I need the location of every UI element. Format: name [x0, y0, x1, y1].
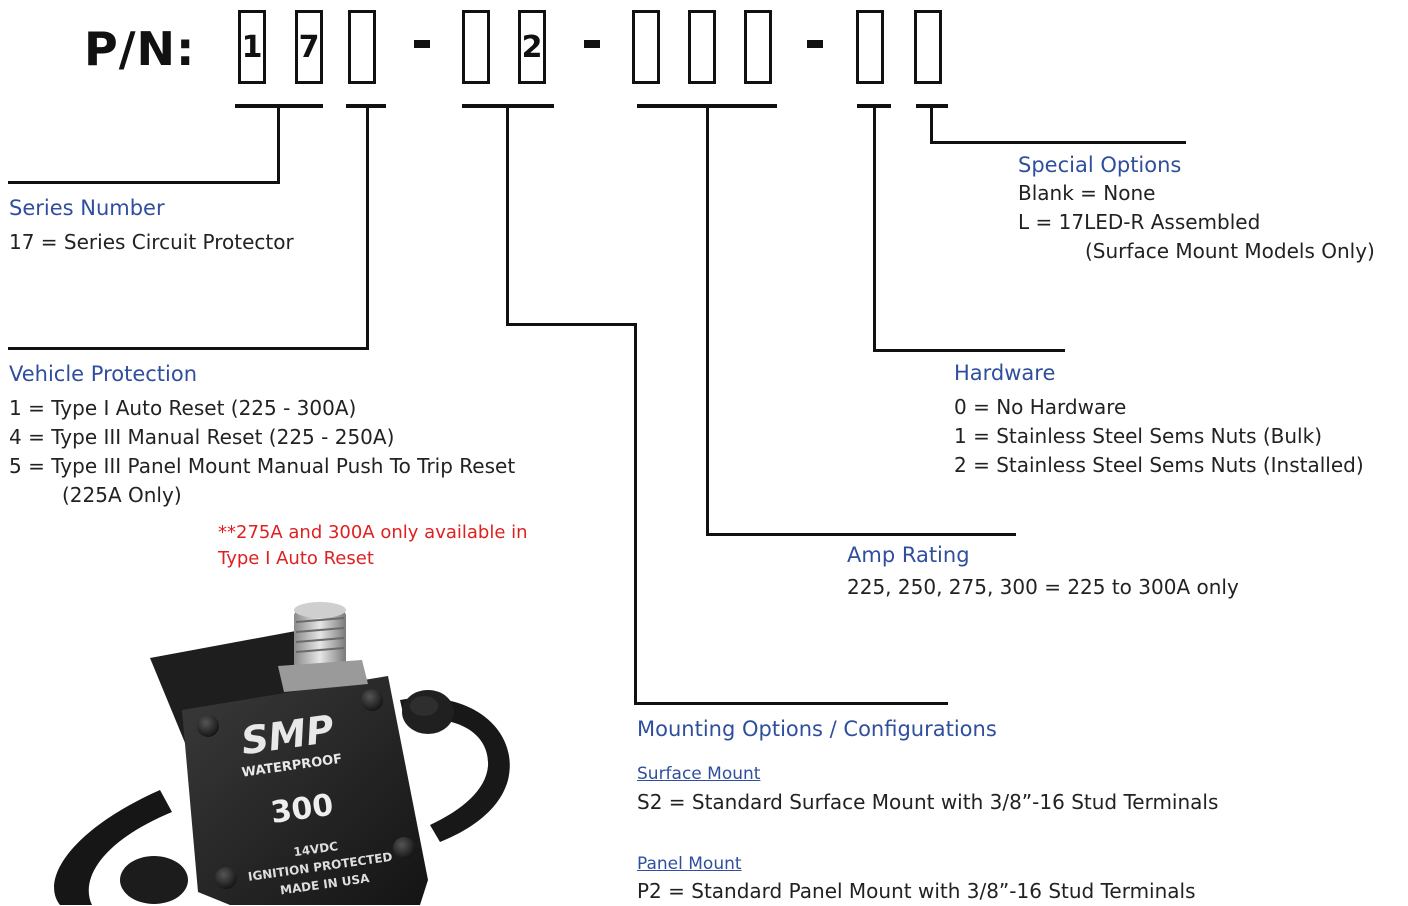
- amp-title: Amp Rating: [847, 543, 970, 567]
- connector-series-v: [277, 104, 280, 184]
- pn-box-5: 2: [518, 10, 546, 84]
- hardware-line-1: 0 = No Hardware: [954, 395, 1127, 419]
- connector-mounting-h1: [506, 323, 637, 326]
- circuit-breaker-image: SMP WATERPROOF 300 14VDC IGNITION PROTEC…: [54, 602, 510, 905]
- pn-box-6: [632, 10, 660, 84]
- connector-mounting-h2: [634, 702, 948, 705]
- panel-mount-label: Panel Mount: [637, 854, 742, 874]
- connector-mounting-v1: [506, 104, 509, 326]
- hardware-line-2: 1 = Stainless Steel Sems Nuts (Bulk): [954, 424, 1322, 448]
- connector-hardware-v: [873, 104, 876, 352]
- pn-box-9: [856, 10, 884, 84]
- pn-box-10: [914, 10, 942, 84]
- connector-vehicle-h: [8, 347, 369, 350]
- pn-dash-2: [584, 40, 600, 48]
- pn-dash-1: [414, 40, 430, 48]
- special-line-1: Blank = None: [1018, 181, 1156, 205]
- connector-hardware-h: [873, 349, 1065, 352]
- special-line-3: (Surface Mount Models Only): [1085, 239, 1375, 263]
- vehicle-line-2: 4 = Type III Manual Reset (225 - 250A): [9, 425, 395, 449]
- hardware-line-3: 2 = Stainless Steel Sems Nuts (Installed…: [954, 453, 1364, 477]
- pn-box-7: [688, 10, 716, 84]
- surface-mount-line: S2 = Standard Surface Mount with 3/8”-16…: [637, 790, 1219, 814]
- vehicle-note-2: Type I Auto Reset: [218, 548, 374, 569]
- pn-box-4: [462, 10, 490, 84]
- series-line-1: 17 = Series Circuit Protector: [9, 230, 294, 254]
- pn-dash-3: [807, 40, 823, 48]
- special-line-2: L = 17LED-R Assembled: [1018, 210, 1261, 234]
- vehicle-line-1: 1 = Type I Auto Reset (225 - 300A): [9, 396, 357, 420]
- part-number-label: P/N:: [84, 22, 196, 76]
- connector-mounting-v2: [634, 323, 637, 705]
- panel-mount-line: P2 = Standard Panel Mount with 3/8”-16 S…: [637, 879, 1196, 903]
- connector-special-h: [930, 141, 1186, 144]
- pn-box-1: 1: [238, 10, 266, 84]
- mounting-title: Mounting Options / Configurations: [637, 717, 997, 741]
- vehicle-line-4: (225A Only): [62, 483, 182, 507]
- connector-series-h: [8, 181, 280, 184]
- connector-special-v: [930, 104, 933, 144]
- connector-vehicle-v: [366, 104, 369, 350]
- amp-line-1: 225, 250, 275, 300 = 225 to 300A only: [847, 575, 1239, 599]
- product-rating: 300: [269, 788, 336, 831]
- pn-box-3: [348, 10, 376, 84]
- hardware-title: Hardware: [954, 361, 1056, 385]
- series-title: Series Number: [9, 196, 165, 220]
- vehicle-line-3: 5 = Type III Panel Mount Manual Push To …: [9, 454, 516, 478]
- surface-mount-label: Surface Mount: [637, 764, 761, 784]
- vehicle-note-1: **275A and 300A only available in: [218, 522, 528, 543]
- pn-box-8: [744, 10, 772, 84]
- connector-amp-h: [706, 533, 1016, 536]
- special-title: Special Options: [1018, 153, 1182, 177]
- product-spec-1: 14VDC: [293, 839, 339, 859]
- vehicle-title: Vehicle Protection: [9, 362, 198, 386]
- connector-amp-v: [706, 104, 709, 536]
- pn-box-2: 7: [295, 10, 323, 84]
